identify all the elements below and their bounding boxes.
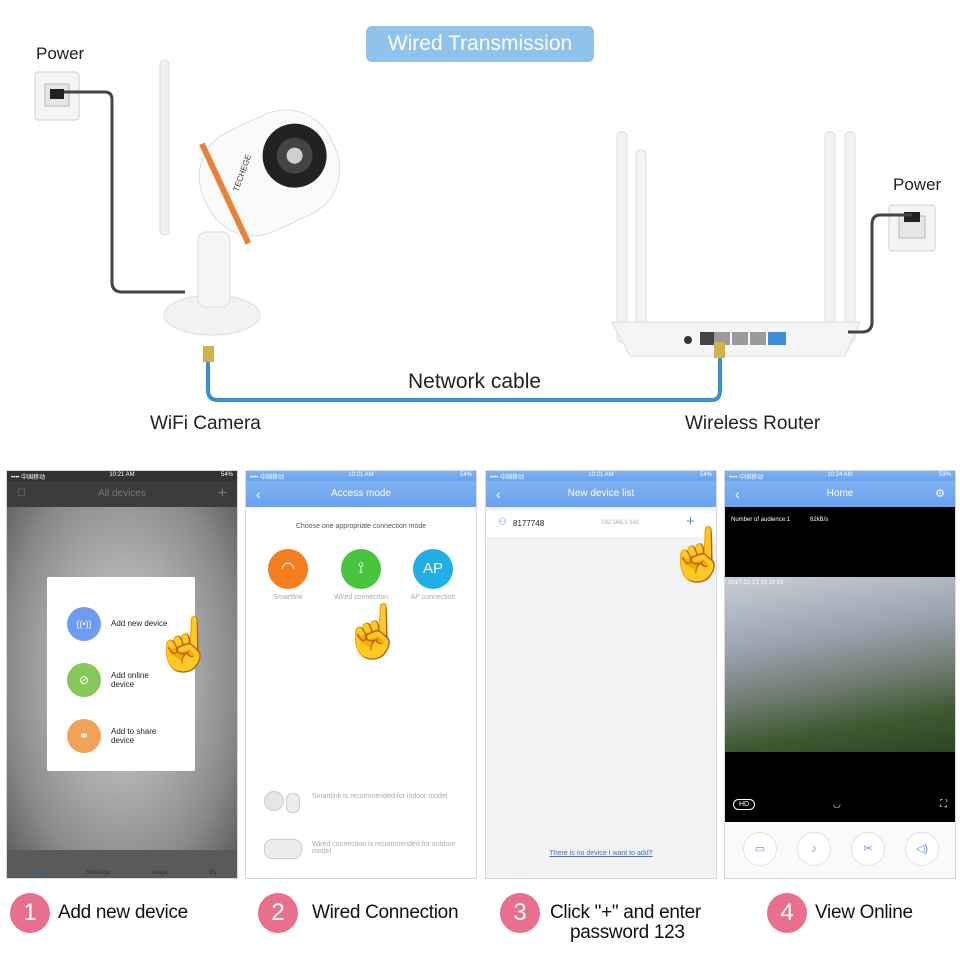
microphone-icon[interactable]: ♪ xyxy=(797,832,831,866)
tab-image[interactable]: Image xyxy=(151,870,168,876)
nav-bar: ‹ Access mode xyxy=(246,481,476,507)
hd-toggle[interactable]: HD xyxy=(733,799,756,810)
outdoor-camera-icon xyxy=(264,839,302,859)
page-title: New device list xyxy=(567,488,635,499)
page-title: Access mode xyxy=(330,488,392,499)
step-1-text: Add new device xyxy=(58,902,188,923)
add-new-device-icon[interactable]: ((•)) xyxy=(67,607,101,641)
device-id: 8177748 xyxy=(513,519,545,528)
add-online-device-icon[interactable]: ⊘ xyxy=(67,663,101,697)
no-device-link[interactable]: There is no device I want to add? xyxy=(549,850,653,857)
step-4-badge: 4 xyxy=(767,893,807,933)
menu-item-add-new-device[interactable]: Add new device xyxy=(111,619,168,628)
add-device-plus-button[interactable]: + xyxy=(686,513,695,530)
wireless-router-icon xyxy=(611,131,861,357)
video-timestamp: 2017-12-21 15:28:01 xyxy=(728,580,784,586)
power-socket-right-icon xyxy=(888,204,936,252)
device-row[interactable]: ⚇ 8177748 192.168.1.141 + xyxy=(486,511,716,537)
power-label-right: Power xyxy=(893,175,942,194)
menu-item-add-online-device[interactable]: Add online device xyxy=(111,671,149,689)
user-icon: ⚇ xyxy=(498,517,507,528)
step-3-badge: 3 xyxy=(500,893,540,933)
step-4-text: View Online xyxy=(815,902,913,923)
speaker-icon[interactable]: ◁) xyxy=(905,832,939,866)
power-cable-right xyxy=(848,213,912,334)
camera-feed-image: 2017-12-21 15:28:01 xyxy=(725,577,955,752)
record-video-icon[interactable]: ▭ xyxy=(743,832,777,866)
menu-icon[interactable]: ☐ xyxy=(17,488,26,499)
back-chevron-icon[interactable]: ‹ xyxy=(496,486,501,502)
step-2-text: Wired Connection xyxy=(312,902,459,923)
title-banner: Wired Transmission xyxy=(366,26,594,62)
network-cable xyxy=(206,345,722,402)
add-device-popup: ((•)) Add new device ⊘ Add online device… xyxy=(47,577,195,771)
tip-indoor: Smartlink is recommended for indoor mode… xyxy=(312,793,448,800)
step-3-text: Click "+" and enter xyxy=(550,902,701,923)
tab-my[interactable]: My xyxy=(208,870,217,876)
mode-label-wired: Wired connection xyxy=(333,594,389,601)
page-title: All devices xyxy=(98,488,146,499)
prompt-text: Choose one appropriate connection mode xyxy=(295,523,427,530)
nav-bar: ☐ All devices + xyxy=(7,481,237,507)
add-icon[interactable]: + xyxy=(217,485,227,502)
indoor-camera-icon xyxy=(260,787,300,815)
smartlink-wifi-icon[interactable]: ◠ xyxy=(268,549,308,589)
ptz-control-icon[interactable]: ◡ xyxy=(833,799,841,809)
tab-message[interactable]: Message xyxy=(86,870,111,876)
router-label: Wireless Router xyxy=(685,413,821,434)
ap-connection-icon[interactable]: AP xyxy=(413,549,453,589)
camera-label: WiFi Camera xyxy=(150,413,261,434)
power-socket-left-icon xyxy=(34,71,80,121)
network-cable-label: Network cable xyxy=(408,370,542,393)
audience-count: Number of audience:1 xyxy=(731,517,791,523)
nav-bar: ‹ New device list xyxy=(486,481,716,507)
video-area[interactable]: Number of audience:1 62kB/s 2017-12-21 1… xyxy=(725,507,955,822)
power-label-left: Power xyxy=(36,44,85,63)
wifi-camera-icon: TECHEGE xyxy=(159,59,341,336)
page-title: Home xyxy=(826,488,854,499)
step-2-badge: 2 xyxy=(258,893,298,933)
wired-connection-icon[interactable]: ⟟ xyxy=(341,549,381,589)
tip-outdoor: Wired connection is recommended for outd… xyxy=(312,841,456,855)
fullscreen-icon[interactable]: ⛶ xyxy=(940,799,947,810)
tab-bar: Device Message Image My xyxy=(7,850,237,878)
power-cable-left xyxy=(64,90,185,294)
mode-label-smartlink: Smartlink xyxy=(273,594,303,601)
step-1-badge: 1 xyxy=(10,893,50,933)
nav-bar: ‹ Home ⚙ xyxy=(725,481,955,507)
menu-item-add-to-share-device[interactable]: Add to share device xyxy=(111,727,157,745)
bitrate: 62kB/s xyxy=(810,517,829,523)
pointer-hand-icon: ☝ xyxy=(341,603,406,661)
settings-gear-icon[interactable]: ⚙ xyxy=(935,488,945,500)
back-chevron-icon[interactable]: ‹ xyxy=(256,486,261,502)
control-bar: ▭ ♪ ✂ ◁) xyxy=(725,822,955,878)
pointer-hand-icon: ☝ xyxy=(666,529,716,581)
mode-label-ap: AP connection xyxy=(410,594,456,601)
step-3-text-line2: password 123 xyxy=(570,922,685,943)
snapshot-scissors-icon[interactable]: ✂ xyxy=(851,832,885,866)
pointer-hand-icon: ☝ xyxy=(152,616,217,674)
share-device-icon[interactable]: ⚭ xyxy=(67,719,101,753)
tab-device[interactable]: Device xyxy=(27,870,46,876)
back-chevron-icon[interactable]: ‹ xyxy=(735,486,740,502)
wiring-diagram: TECHEGE xyxy=(34,59,936,402)
device-ip: 192.168.1.141 xyxy=(601,520,640,526)
